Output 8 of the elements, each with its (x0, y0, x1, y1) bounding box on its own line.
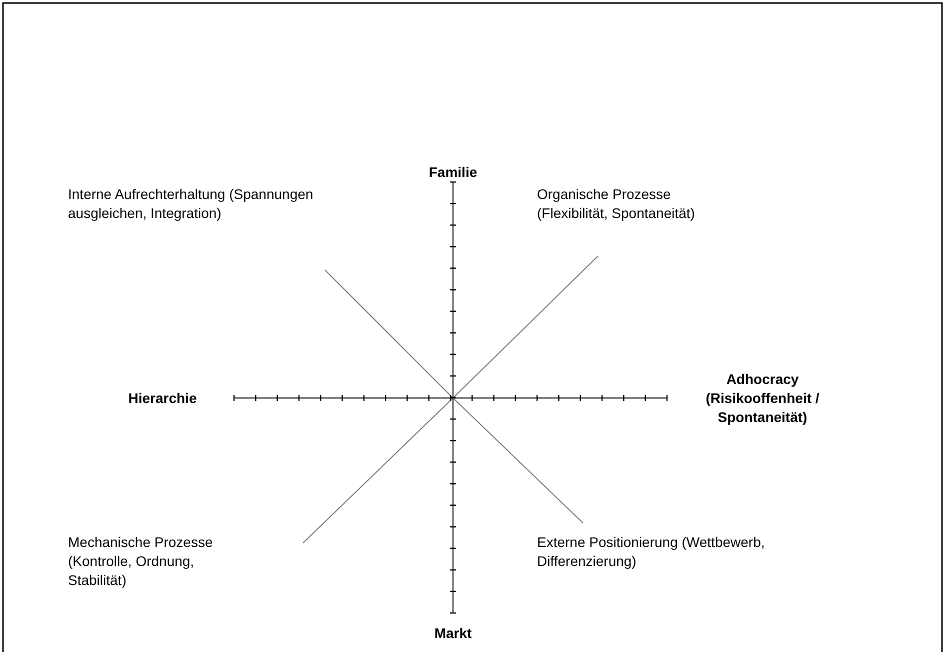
quadrant-label: Organische Prozesse (Flexibilität, Spontaneität) (537, 185, 696, 223)
axis-label: Adhocracy (Risikooffenheit / Spontaneität) (704, 370, 820, 427)
axis-label: Familie (428, 163, 478, 182)
axis-label: Markt (433, 624, 473, 643)
quadrant-label: Externe Positionierung (Wettbewerb, Differenzierung) (537, 533, 766, 571)
axis-label: Hierarchie (127, 389, 198, 408)
quadrant-label: Mechanische Prozesse (Kontrolle, Ordnung, Stabilität) (68, 533, 214, 590)
quadrant-label: Interne Aufrechterhaltung (Spannungen ausgleichen, Integration) (68, 185, 314, 223)
